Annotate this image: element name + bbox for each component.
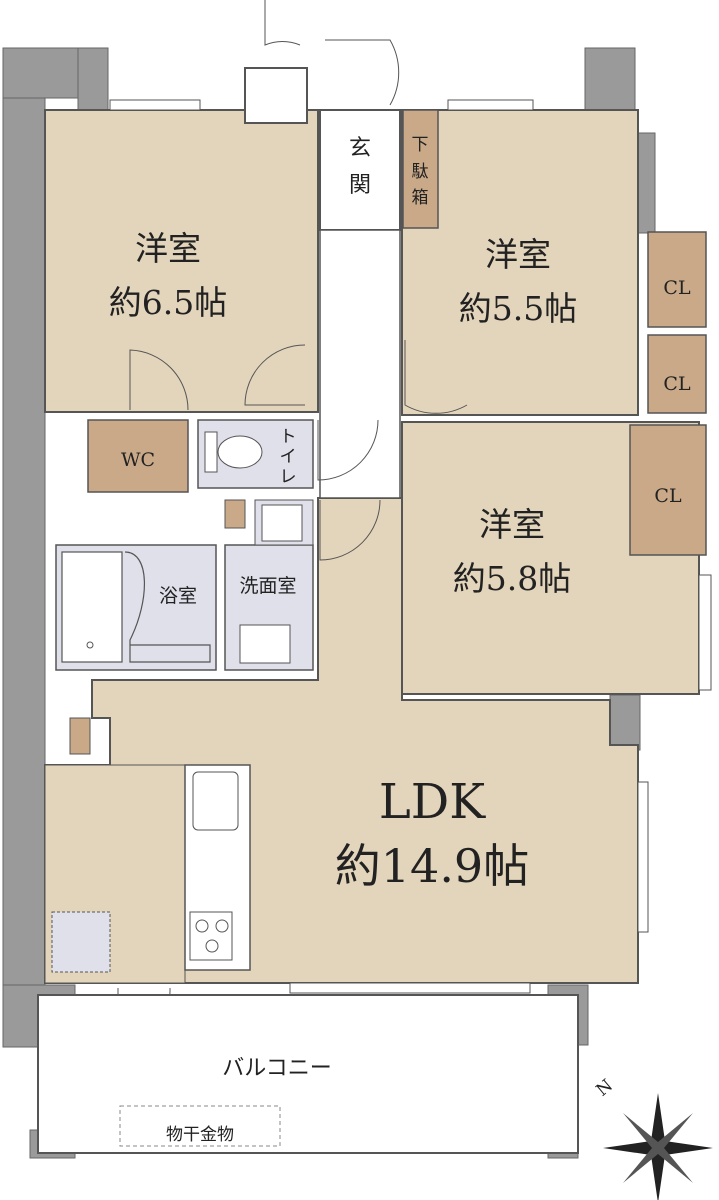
bathtub-basin <box>124 551 211 663</box>
fridge-space <box>51 911 111 973</box>
ldk-size: 約14.9帖 <box>335 839 529 893</box>
entrance-label-2: 関 <box>349 173 371 198</box>
drying-hardware-label: 物干金物 <box>166 1125 234 1145</box>
toilet-tank-icon <box>204 431 218 473</box>
sink-icon <box>239 624 291 664</box>
room-western1 <box>44 109 319 413</box>
closet-1 <box>647 231 707 328</box>
western2-name: 洋室 <box>485 235 551 274</box>
western1-size: 約6.5帖 <box>109 283 227 322</box>
pipe-space <box>69 717 91 755</box>
toilet-label-3: レ <box>280 467 297 487</box>
western1-name: 洋室 <box>135 229 201 268</box>
toilet-bowl-icon <box>217 435 263 469</box>
kitchen-sink-icon <box>192 771 239 831</box>
western3-name: 洋室 <box>479 505 545 544</box>
closet-2-label: CL <box>663 373 691 395</box>
windows <box>109 99 712 994</box>
drying-hardware-bar <box>119 1105 281 1147</box>
burner-icon <box>205 939 219 953</box>
toilet-label-1: ト <box>280 427 297 447</box>
drain-icon <box>86 641 94 649</box>
room-western2 <box>401 109 639 416</box>
small-storage <box>224 499 246 529</box>
closet-1-label: CL <box>663 277 691 299</box>
western2-size: 約5.5帖 <box>459 289 577 328</box>
balcony <box>37 994 579 1154</box>
entrance-label-1: 玄 <box>349 136 371 161</box>
closet-3 <box>629 424 707 556</box>
stove-icon <box>189 911 233 961</box>
western3-size: 約5.8帖 <box>453 559 571 598</box>
wc-storage <box>87 419 189 493</box>
hallway <box>319 229 401 499</box>
shoe-box-label-3: 箱 <box>412 188 429 208</box>
compass-north-label: N <box>593 1076 617 1101</box>
wc-label: WC <box>121 449 155 471</box>
burner-icon <box>215 919 229 933</box>
closet-2 <box>647 334 707 414</box>
toilet-label-2: イ <box>280 447 297 467</box>
burner-icon <box>195 919 209 933</box>
compass-rose-icon <box>603 1093 713 1200</box>
bath-label: 浴室 <box>159 585 197 607</box>
bathtub <box>61 551 123 663</box>
ldk-name: LDK <box>379 774 486 830</box>
kitchen-area <box>44 764 186 984</box>
shoe-box <box>402 109 439 229</box>
porch-box <box>244 67 308 124</box>
balcony-label: バルコニー <box>222 1056 332 1081</box>
shoe-box-label-1: 下 <box>412 135 429 155</box>
entrance-area <box>319 109 401 231</box>
shoe-box-label-2: 駄 <box>412 162 429 182</box>
washer-icon <box>261 504 303 542</box>
closet-3-label: CL <box>654 485 682 507</box>
washroom-label: 洗面室 <box>239 575 296 597</box>
